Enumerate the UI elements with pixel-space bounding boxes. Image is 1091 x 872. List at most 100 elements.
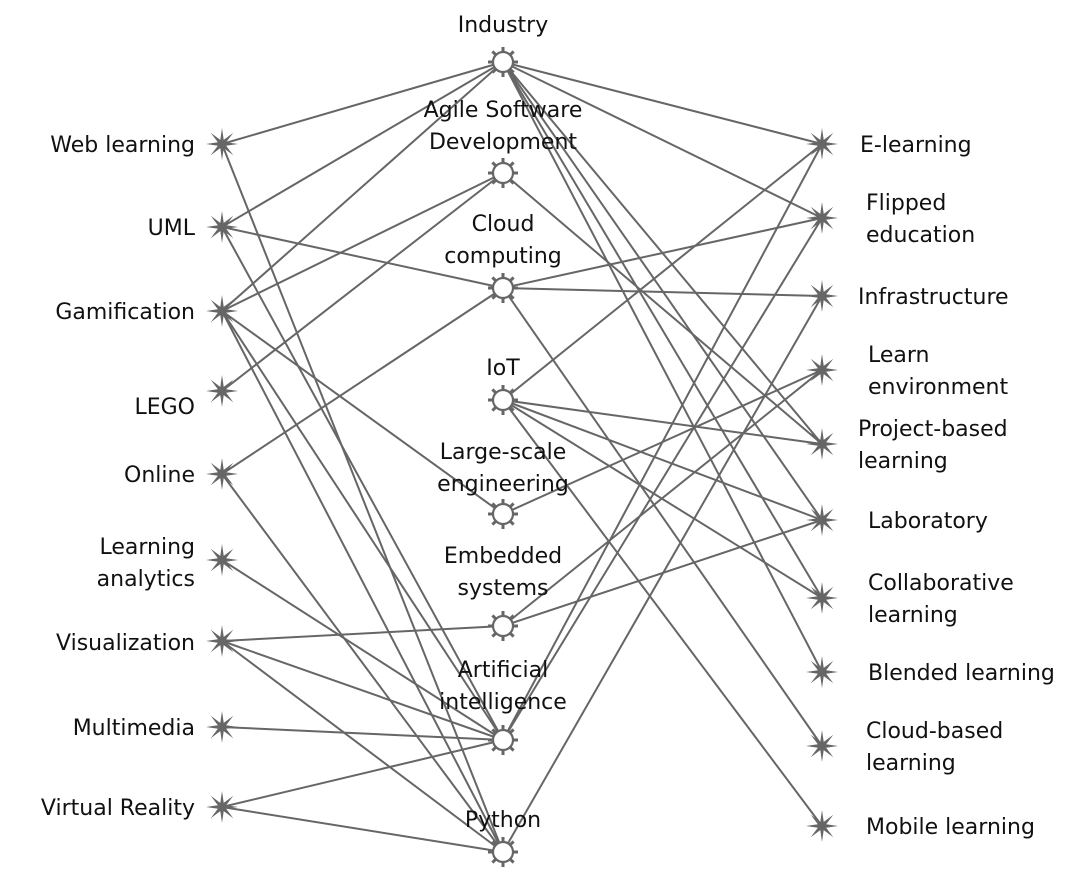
- star-icon-shape: [206, 295, 238, 327]
- edge-virtual_reality-to-python: [221, 806, 504, 853]
- label-infrastructure: Infrastructure: [858, 285, 1009, 310]
- gear-ring: [491, 614, 515, 638]
- node-virtual_reality-star-icon[interactable]: [206, 791, 238, 823]
- star-icon-shape: [206, 458, 238, 490]
- label-line: Embedded: [444, 544, 562, 569]
- edge-gamification-to-agile: [221, 172, 504, 312]
- label-line: Development: [429, 130, 577, 155]
- label-line: learning: [868, 603, 958, 628]
- node-online-star-icon[interactable]: [206, 458, 238, 490]
- edge-web_learning-to-industry: [221, 61, 504, 145]
- edge-iot-to-mobile: [502, 399, 823, 827]
- edge-embedded-to-learn_env: [502, 369, 823, 627]
- node-web_learning-star-icon[interactable]: [206, 128, 238, 160]
- label-multimedia: Multimedia: [73, 716, 195, 741]
- edge-web_learning-to-python: [221, 143, 504, 853]
- node-infrastructure-star-icon[interactable]: [806, 280, 838, 312]
- star-icon-shape: [206, 544, 238, 576]
- label-uml: UML: [148, 216, 196, 241]
- star-icon-shape: [206, 211, 238, 243]
- star-icon-shape: [206, 625, 238, 657]
- label-line: IoT: [486, 356, 520, 381]
- edge-industry-to-collaborative: [502, 61, 823, 599]
- label-virtual_reality: Virtual Reality: [41, 796, 195, 821]
- node-e_learning-star-icon[interactable]: [806, 128, 838, 160]
- edge-multimedia-to-ai: [221, 726, 504, 741]
- label-iot: IoT: [486, 356, 520, 381]
- node-uml-star-icon[interactable]: [206, 211, 238, 243]
- node-blended-star-icon[interactable]: [806, 656, 838, 688]
- label-line: education: [866, 223, 975, 248]
- star-icon-shape: [806, 656, 838, 688]
- label-python: Python: [465, 808, 541, 833]
- node-gamification-star-icon[interactable]: [206, 295, 238, 327]
- node-iot-gear-icon[interactable]: [488, 385, 518, 415]
- edge-visualization-to-ai: [221, 640, 504, 741]
- edge-online-to-cloud_computing: [221, 287, 504, 475]
- node-cloud_based-star-icon[interactable]: [806, 730, 838, 762]
- node-visualization-star-icon[interactable]: [206, 625, 238, 657]
- edge-gamification-to-large_scale: [221, 310, 504, 515]
- label-line: environment: [868, 375, 1008, 400]
- label-line: Flipped: [866, 191, 946, 216]
- label-line: learning: [858, 449, 948, 474]
- label-line: Industry: [458, 13, 549, 38]
- node-cloud_computing-gear-icon[interactable]: [488, 273, 518, 303]
- node-pbl-star-icon[interactable]: [806, 428, 838, 460]
- label-line: LEGO: [134, 395, 195, 420]
- node-collaborative-star-icon[interactable]: [806, 582, 838, 614]
- label-line: Multimedia: [73, 716, 195, 741]
- label-flipped: Flipped education: [866, 191, 975, 248]
- label-line: Visualization: [56, 631, 195, 656]
- edge-uml-to-industry: [221, 61, 504, 228]
- edge-gamification-to-python: [221, 310, 504, 853]
- node-python-gear-icon[interactable]: [488, 837, 518, 867]
- label-line: Learning: [99, 535, 195, 560]
- star-icon-shape: [806, 730, 838, 762]
- star-icon-shape: [206, 711, 238, 743]
- edge-iot-to-laboratory: [502, 399, 823, 521]
- edge-layer: [221, 61, 823, 853]
- node-lego-star-icon[interactable]: [206, 375, 238, 407]
- label-cloud_computing: Cloud computing: [444, 212, 562, 269]
- node-mobile-star-icon[interactable]: [806, 810, 838, 842]
- label-blended: Blended learning: [868, 661, 1055, 686]
- label-line: Virtual Reality: [41, 796, 195, 821]
- label-line: Cloud: [472, 212, 535, 237]
- label-line: Laboratory: [868, 509, 988, 534]
- label-industry: Industry: [458, 13, 549, 38]
- node-learn_env-star-icon[interactable]: [806, 354, 838, 386]
- node-learning_analytics-star-icon[interactable]: [206, 544, 238, 576]
- label-mobile: Mobile learning: [866, 815, 1035, 840]
- label-visualization: Visualization: [56, 631, 195, 656]
- label-line: Artificial: [458, 658, 549, 683]
- node-industry-gear-icon[interactable]: [488, 47, 518, 77]
- edge-industry-to-flipped: [502, 61, 823, 219]
- node-ai-gear-icon[interactable]: [488, 725, 518, 755]
- edge-virtual_reality-to-ai: [221, 739, 504, 808]
- label-line: systems: [458, 576, 549, 601]
- label-line: E-learning: [860, 133, 972, 158]
- node-flipped-star-icon[interactable]: [806, 202, 838, 234]
- node-agile-gear-icon[interactable]: [488, 158, 518, 188]
- edge-cloud_computing-to-flipped: [502, 217, 823, 289]
- label-line: computing: [444, 244, 562, 269]
- star-icon-shape: [206, 128, 238, 160]
- label-e_learning: E-learning: [860, 133, 972, 158]
- label-layer: Web learningUMLGamificationLEGOOnlineLea…: [41, 13, 1055, 840]
- gear-ring: [491, 728, 515, 752]
- label-line: Project-based: [858, 417, 1008, 442]
- label-online: Online: [124, 463, 195, 488]
- edge-ai-to-flipped: [502, 217, 823, 741]
- node-embedded-gear-icon[interactable]: [488, 611, 518, 641]
- label-line: intelligence: [439, 690, 567, 715]
- star-icon-shape: [806, 428, 838, 460]
- star-icon-shape: [806, 280, 838, 312]
- node-large_scale-gear-icon[interactable]: [488, 499, 518, 529]
- node-laboratory-star-icon[interactable]: [806, 504, 838, 536]
- gear-ring: [491, 388, 515, 412]
- star-icon-shape: [806, 128, 838, 160]
- node-multimedia-star-icon[interactable]: [206, 711, 238, 743]
- label-embedded: Embedded systems: [444, 544, 562, 601]
